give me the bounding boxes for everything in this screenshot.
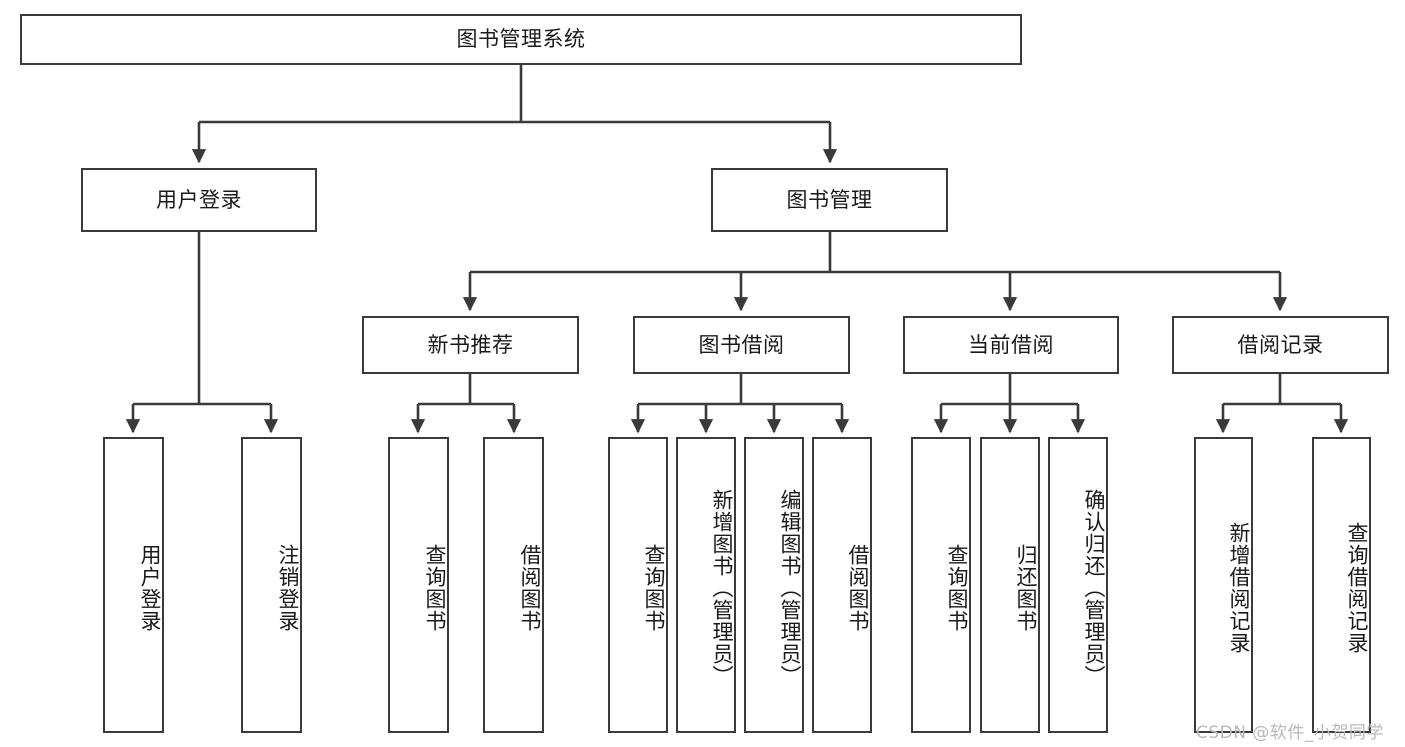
node-label: 查询借阅记录 bbox=[1345, 522, 1369, 654]
node-label: 新书推荐 bbox=[427, 332, 514, 357]
node-user-login[interactable]: 用户登录 bbox=[81, 168, 317, 232]
leaf-borrow-record-query-record[interactable]: 查询借阅记录 bbox=[1312, 437, 1371, 733]
node-book-borrow[interactable]: 图书借阅 bbox=[633, 316, 850, 374]
node-label: 用户登录 bbox=[156, 187, 242, 212]
node-root-book-management-system[interactable]: 图书管理系统 bbox=[20, 14, 1022, 65]
node-label: 图书借阅 bbox=[698, 332, 785, 357]
leaf-current-borrow-query-book[interactable]: 查询图书 bbox=[911, 437, 971, 733]
node-label: 查询图书 bbox=[423, 544, 447, 632]
node-label: 查询图书 bbox=[642, 544, 666, 632]
node-label: 归还图书 bbox=[1014, 544, 1038, 632]
node-label: 借阅记录 bbox=[1237, 332, 1324, 357]
node-current-borrow[interactable]: 当前借阅 bbox=[903, 316, 1119, 374]
leaf-new-book-borrow-book[interactable]: 借阅图书 bbox=[483, 437, 544, 733]
node-label: 确认归还（管理员） bbox=[1082, 489, 1106, 687]
leaf-user-login-login[interactable]: 用户登录 bbox=[103, 437, 164, 733]
leaf-book-borrow-edit-book-admin[interactable]: 编辑图书（管理员） bbox=[744, 437, 804, 733]
node-label: 借阅图书 bbox=[846, 544, 870, 632]
leaf-borrow-record-add-record[interactable]: 新增借阅记录 bbox=[1194, 437, 1253, 733]
node-label: 注销登录 bbox=[276, 544, 300, 632]
node-book-management[interactable]: 图书管理 bbox=[711, 168, 948, 232]
node-label: 图书管理系统 bbox=[456, 27, 586, 52]
node-label: 用户登录 bbox=[138, 544, 162, 632]
leaf-book-borrow-query-book[interactable]: 查询图书 bbox=[608, 437, 668, 733]
node-new-book-recommend[interactable]: 新书推荐 bbox=[362, 316, 579, 374]
node-label: 编辑图书（管理员） bbox=[778, 489, 802, 687]
node-label: 图书管理 bbox=[786, 187, 873, 212]
leaf-user-login-logout[interactable]: 注销登录 bbox=[241, 437, 302, 733]
node-label: 新增借阅记录 bbox=[1227, 522, 1251, 654]
leaf-current-borrow-confirm-return-admin[interactable]: 确认归还（管理员） bbox=[1048, 437, 1108, 733]
leaf-current-borrow-return-book[interactable]: 归还图书 bbox=[980, 437, 1040, 733]
node-borrow-record[interactable]: 借阅记录 bbox=[1172, 316, 1389, 374]
node-label: 借阅图书 bbox=[518, 544, 542, 632]
node-label: 新增图书（管理员） bbox=[710, 489, 734, 687]
node-label: 当前借阅 bbox=[968, 332, 1054, 357]
node-label: 查询图书 bbox=[945, 544, 969, 632]
csdn-watermark: CSDN @软件_小贺同学 bbox=[1196, 723, 1384, 743]
leaf-book-borrow-borrow-book[interactable]: 借阅图书 bbox=[812, 437, 872, 733]
leaf-new-book-query-book[interactable]: 查询图书 bbox=[388, 437, 449, 733]
leaf-book-borrow-add-book-admin[interactable]: 新增图书（管理员） bbox=[676, 437, 736, 733]
